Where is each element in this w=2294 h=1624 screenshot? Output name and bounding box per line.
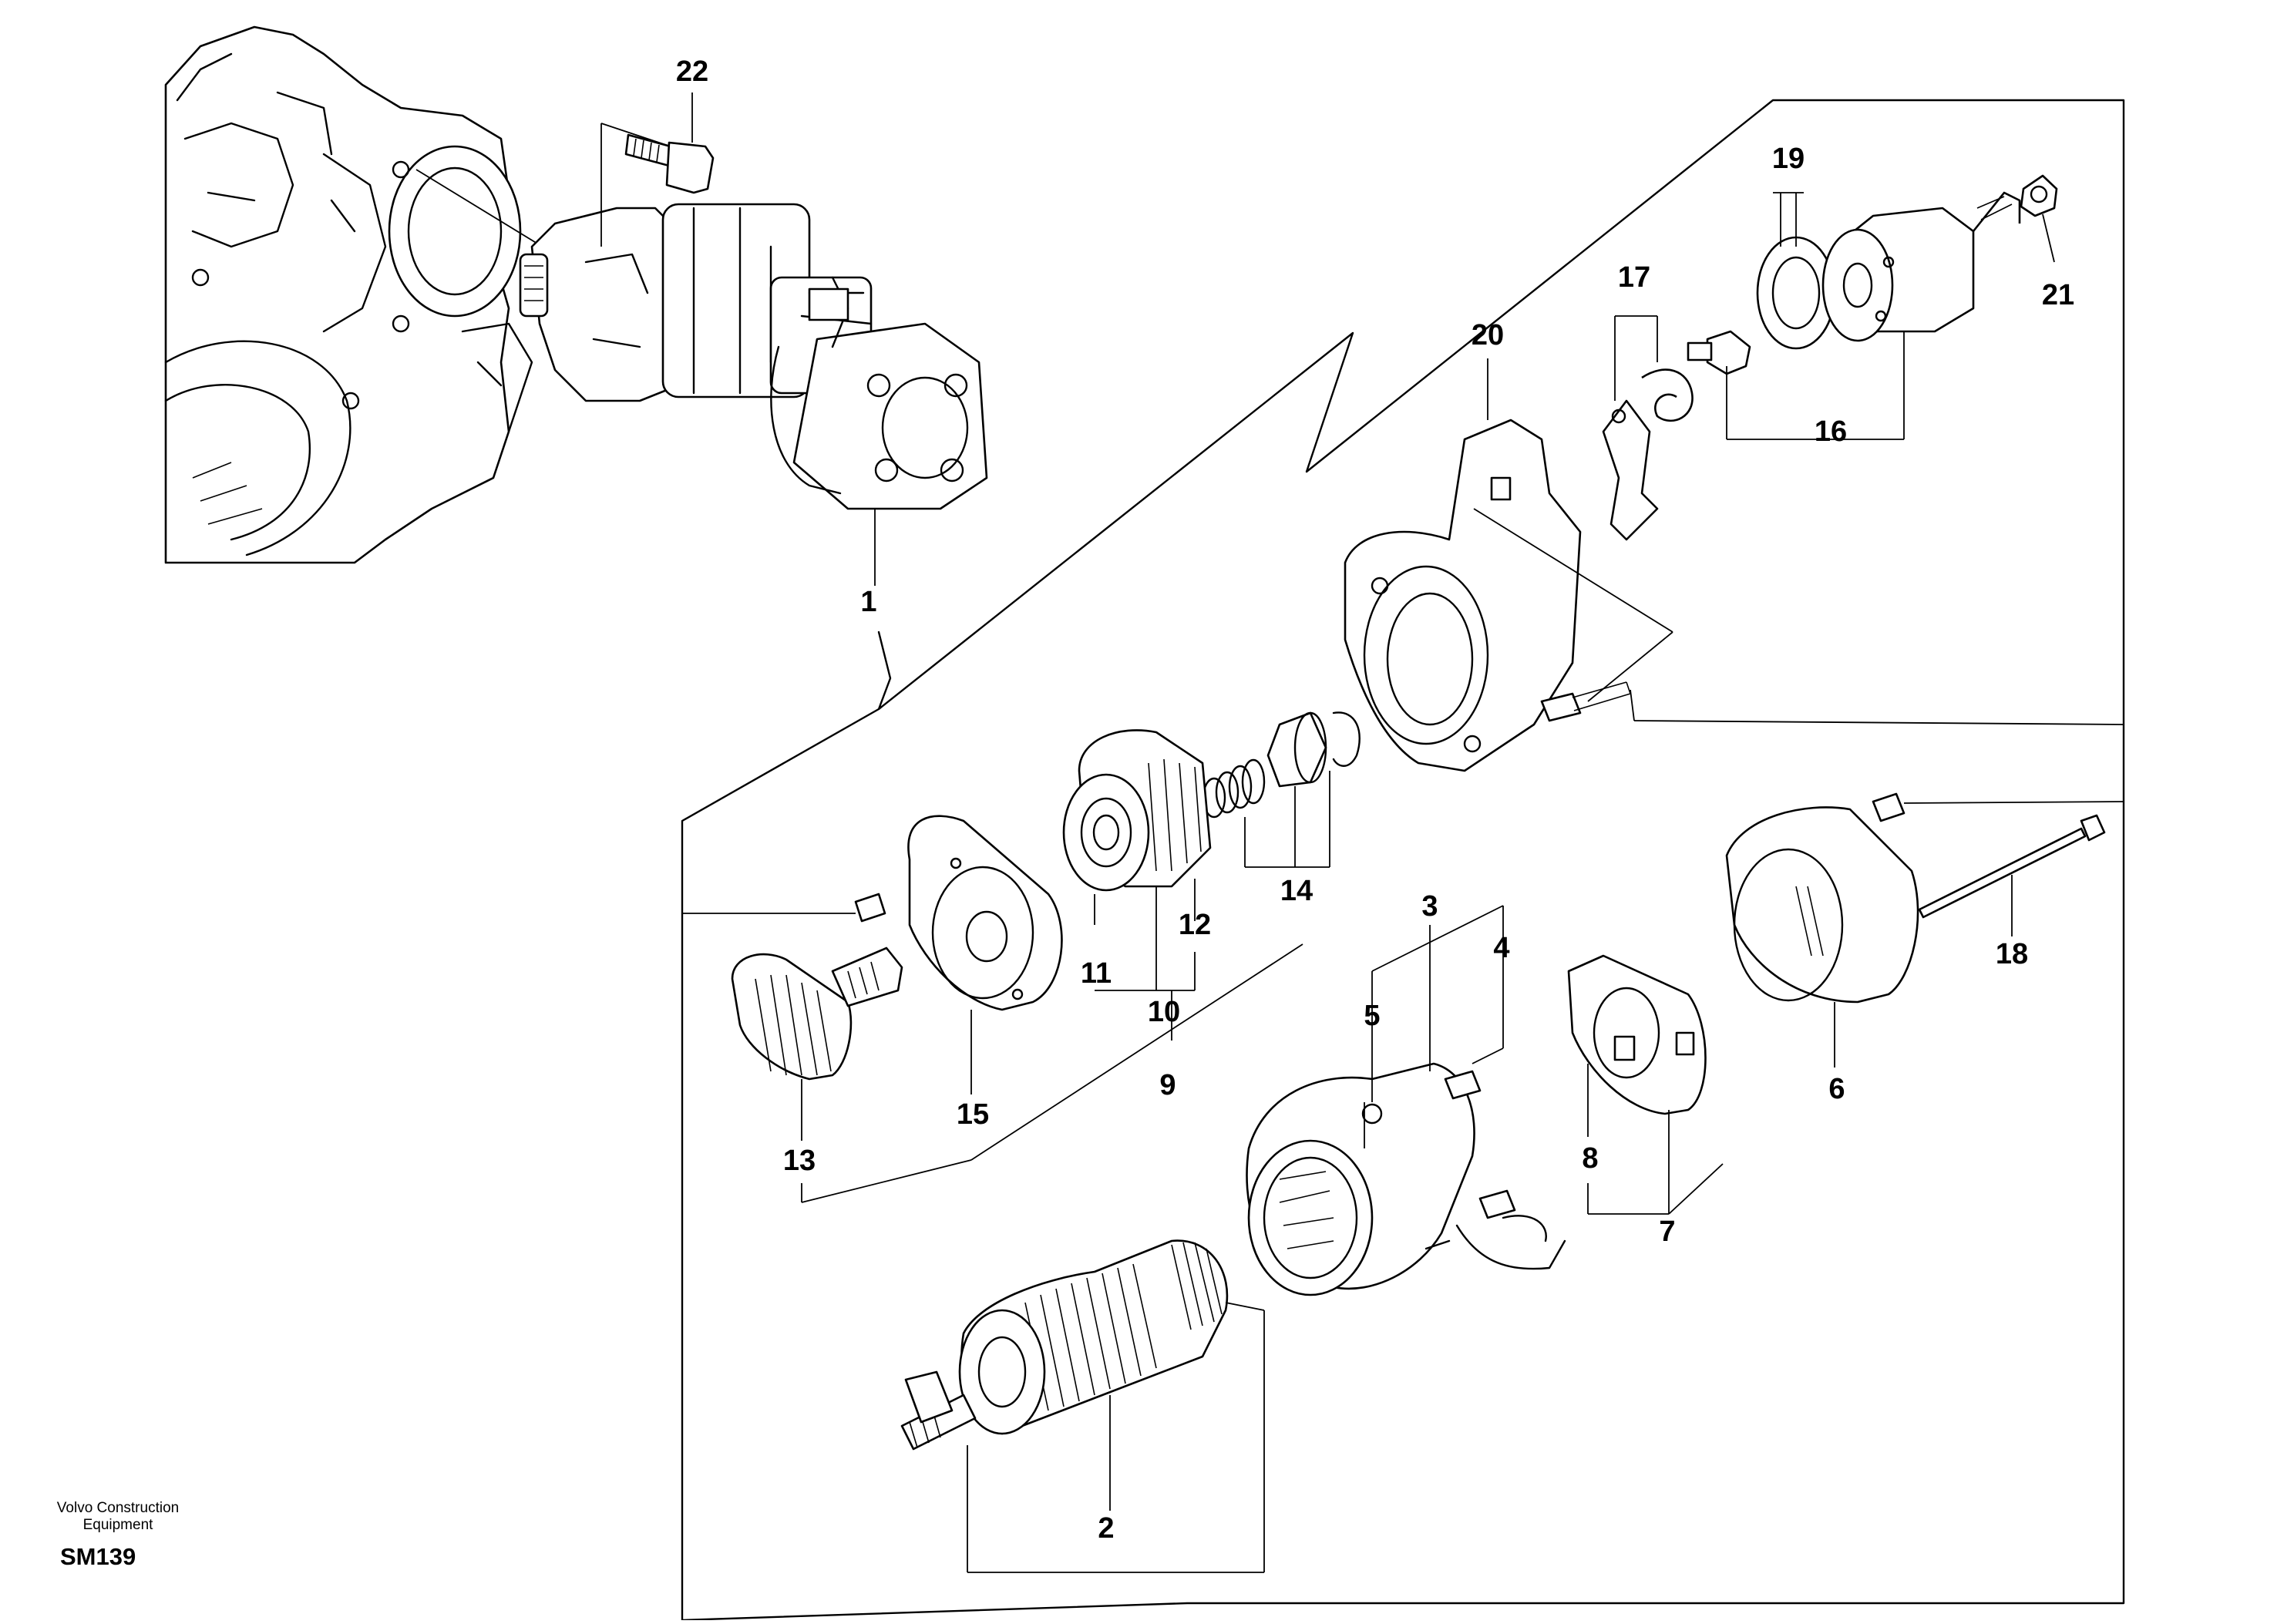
diagram-code: SM139 xyxy=(60,1543,136,1570)
engine-block-drawing xyxy=(164,25,533,564)
exploded-group-outline xyxy=(681,99,2125,1622)
callout-19: 19 xyxy=(1772,143,1805,175)
part-3-yoke xyxy=(1246,905,1566,1296)
callout-14: 14 xyxy=(1280,875,1313,907)
callout-8: 8 xyxy=(1582,1142,1598,1175)
part-13-pinion-shaft xyxy=(731,943,1303,1203)
credit-line-1: Volvo Construction xyxy=(56,1500,180,1516)
part-2-armature xyxy=(900,1239,1265,1573)
credit-line-2: Equipment xyxy=(82,1517,153,1533)
housing-bolt xyxy=(1540,681,2124,725)
callout-20: 20 xyxy=(1472,319,1504,351)
callout-6: 6 xyxy=(1828,1073,1845,1105)
callout-5: 5 xyxy=(1364,1000,1380,1032)
callout-1: 1 xyxy=(860,586,876,618)
callout-18: 18 xyxy=(1996,938,2028,970)
callout-22: 22 xyxy=(676,55,708,88)
callout-11: 11 xyxy=(1081,957,1112,990)
callout-17: 17 xyxy=(1618,261,1650,294)
callout-9: 9 xyxy=(1159,1069,1176,1101)
part-7-brush-holder xyxy=(1567,954,1724,1215)
part-16-solenoid xyxy=(1687,191,2021,440)
callout-10: 10 xyxy=(1148,996,1180,1028)
manufacturer-credit: Volvo Construction Equipment xyxy=(37,1500,199,1534)
part-17-lever xyxy=(1602,315,1694,541)
callout-3: 3 xyxy=(1421,890,1438,923)
plate-screw xyxy=(682,893,886,923)
part-10-clutch xyxy=(1062,729,1212,1041)
part-14-spring-set xyxy=(1202,711,1361,868)
part-22-bolt xyxy=(624,92,715,194)
part-6-end-cover xyxy=(1725,806,1919,1068)
callout-13: 13 xyxy=(783,1145,816,1177)
part-20-drive-housing xyxy=(1344,358,1673,772)
callout-21: 21 xyxy=(2042,279,2074,311)
callout-4: 4 xyxy=(1493,932,1509,964)
part-18-through-bolt xyxy=(1918,814,2106,936)
callout-15: 15 xyxy=(957,1098,989,1131)
part-15-center-plate xyxy=(907,815,1063,1094)
callout-7: 7 xyxy=(1659,1215,1675,1248)
assembled-starter-drawing xyxy=(415,123,988,586)
end-cover-screw xyxy=(1872,792,2124,822)
callout-2: 2 xyxy=(1098,1512,1114,1545)
callout-12: 12 xyxy=(1179,909,1211,941)
callout-16: 16 xyxy=(1815,415,1847,448)
part-21-nut xyxy=(2020,174,2058,263)
